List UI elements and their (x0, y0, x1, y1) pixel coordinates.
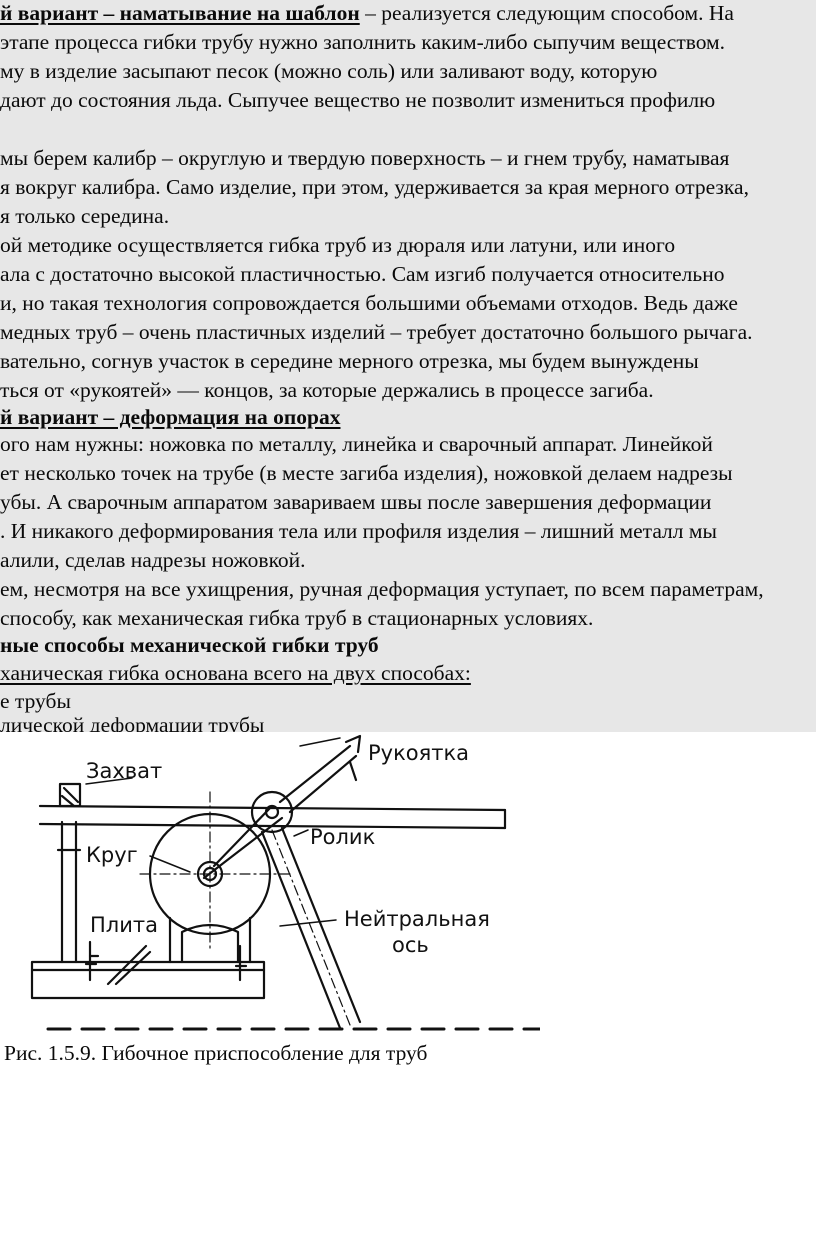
label-circle: Круг (86, 843, 138, 867)
handle (278, 744, 352, 804)
text-line: му в изделие засыпают песок (можно соль)… (0, 59, 658, 83)
figure-caption: Рис. 1.5.9. Гибочное приспособление для … (4, 1041, 428, 1065)
text-line: я вокруг калибра. Само изделие, при этом… (0, 175, 749, 199)
text-line: дают до состояния льда. Сыпучее вещество… (0, 88, 716, 112)
text-line: ой методике осуществляется гибка труб из… (0, 233, 676, 257)
roller (250, 790, 294, 834)
text-line: ала с достаточно высокой пластичностью. … (0, 262, 725, 286)
text-line: я только середина. (0, 204, 170, 228)
text-line: этапе процесса гибки трубу нужно заполни… (0, 30, 726, 54)
text-line: алили, сделав надрезы ножовкой. (0, 548, 306, 572)
heading-variant-template: й вариант – наматывание на шаблон (0, 1, 360, 25)
heading-mechanical-methods: ные способы механической гибки труб (0, 633, 379, 657)
text-line: мы берем калибр – округлую и твердую пов… (0, 146, 730, 170)
label-neutral-axis-2: ось (392, 933, 429, 957)
label-plate: Плита (90, 913, 158, 937)
text-line: способу, как механическая гибка труб в с… (0, 606, 594, 630)
text-line: ого нам нужны: ножовка по металлу, линей… (0, 432, 713, 456)
text-line: ханическая гибка основана всего на двух … (0, 661, 471, 685)
label-roller: Ролик (310, 825, 375, 849)
text-line: ться от «рукоятей» — концов, за которые … (0, 378, 654, 402)
text-line: ем, несмотря на все ухищрения, ручная де… (0, 577, 764, 601)
base-plate (30, 960, 266, 1000)
label-neutral-axis-1: Нейтральная (344, 907, 490, 931)
text-line: . И никакого деформирования тела или про… (0, 519, 717, 543)
text-line: ет несколько точек на трубе (в месте заг… (0, 461, 733, 485)
text-line: й вариант – наматывание на шаблон – реал… (0, 0, 734, 26)
bending-device-drawing: Захват Рукоятка Ролик Круг Плита Нейтрал… (30, 734, 540, 1031)
text-span: – реализуется следующим способом. На (359, 1, 734, 25)
text-line: лической деформации трубы (0, 716, 265, 732)
text-panel: й вариант – наматывание на шаблон – реал… (0, 0, 816, 732)
text-line: медных труб – очень пластичных изделий –… (0, 320, 753, 344)
bending-device-figure: Захват Рукоятка Ролик Круг Плита Нейтрал… (0, 732, 540, 1032)
text-line: вательно, согнув участок в середине мерн… (0, 349, 699, 373)
text-line: и, но такая технология сопровождается бо… (0, 291, 738, 315)
heading-variant-supports: й вариант – деформация на опорах (0, 405, 341, 429)
label-grip: Захват (86, 759, 162, 783)
label-handle: Рукоятка (368, 741, 469, 765)
text-line: е трубы (0, 689, 71, 713)
text-line: убы. А сварочным аппаратом завариваем шв… (0, 490, 712, 514)
pipe (38, 804, 507, 812)
